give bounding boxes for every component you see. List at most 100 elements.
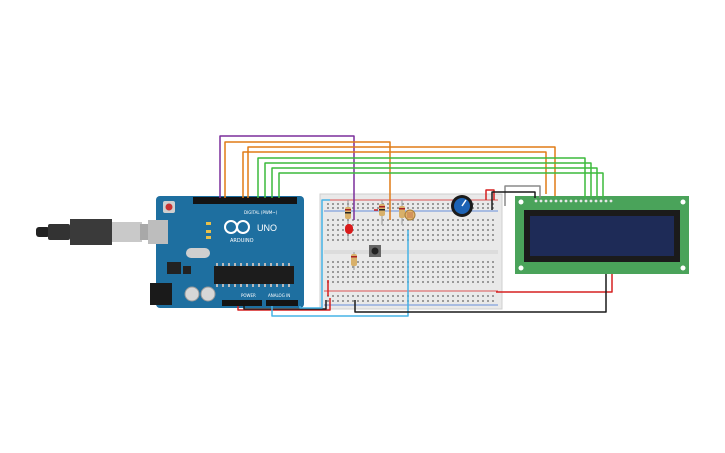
breadboard-hole[interactable] bbox=[442, 295, 444, 297]
breadboard-hole[interactable] bbox=[347, 300, 349, 302]
breadboard-hole[interactable] bbox=[487, 300, 489, 302]
breadboard-hole[interactable] bbox=[332, 271, 334, 273]
breadboard-hole[interactable] bbox=[437, 207, 439, 209]
breadboard-hole[interactable] bbox=[387, 266, 389, 268]
breadboard-hole[interactable] bbox=[392, 300, 394, 302]
breadboard-hole[interactable] bbox=[327, 219, 329, 221]
breadboard-hole[interactable] bbox=[392, 203, 394, 205]
breadboard-hole[interactable] bbox=[352, 300, 354, 302]
breadboard-hole[interactable] bbox=[467, 219, 469, 221]
breadboard-hole[interactable] bbox=[402, 271, 404, 273]
breadboard-hole[interactable] bbox=[402, 295, 404, 297]
breadboard-hole[interactable] bbox=[457, 261, 459, 263]
breadboard-hole[interactable] bbox=[367, 239, 369, 241]
breadboard-hole[interactable] bbox=[432, 229, 434, 231]
breadboard-hole[interactable] bbox=[482, 239, 484, 241]
breadboard-hole[interactable] bbox=[472, 266, 474, 268]
breadboard-hole[interactable] bbox=[397, 276, 399, 278]
breadboard-hole[interactable] bbox=[357, 295, 359, 297]
breadboard-hole[interactable] bbox=[397, 229, 399, 231]
breadboard-hole[interactable] bbox=[447, 276, 449, 278]
breadboard-hole[interactable] bbox=[442, 203, 444, 205]
breadboard-hole[interactable] bbox=[417, 229, 419, 231]
breadboard-hole[interactable] bbox=[492, 271, 494, 273]
breadboard-hole[interactable] bbox=[377, 281, 379, 283]
breadboard-hole[interactable] bbox=[492, 224, 494, 226]
breadboard-hole[interactable] bbox=[462, 266, 464, 268]
breadboard-hole[interactable] bbox=[367, 224, 369, 226]
breadboard-hole[interactable] bbox=[362, 295, 364, 297]
breadboard-hole[interactable] bbox=[462, 295, 464, 297]
breadboard-hole[interactable] bbox=[397, 300, 399, 302]
breadboard-hole[interactable] bbox=[377, 261, 379, 263]
breadboard-hole[interactable] bbox=[387, 203, 389, 205]
breadboard-hole[interactable] bbox=[477, 203, 479, 205]
breadboard-hole[interactable] bbox=[477, 295, 479, 297]
breadboard-hole[interactable] bbox=[352, 281, 354, 283]
breadboard-hole[interactable] bbox=[372, 281, 374, 283]
breadboard-hole[interactable] bbox=[392, 271, 394, 273]
breadboard-hole[interactable] bbox=[392, 234, 394, 236]
breadboard-hole[interactable] bbox=[432, 234, 434, 236]
breadboard-hole[interactable] bbox=[367, 271, 369, 273]
breadboard-hole[interactable] bbox=[442, 281, 444, 283]
breadboard-hole[interactable] bbox=[452, 276, 454, 278]
breadboard-hole[interactable] bbox=[402, 276, 404, 278]
breadboard-hole[interactable] bbox=[472, 229, 474, 231]
breadboard-hole[interactable] bbox=[357, 276, 359, 278]
breadboard-hole[interactable] bbox=[382, 281, 384, 283]
breadboard-hole[interactable] bbox=[342, 261, 344, 263]
breadboard-hole[interactable] bbox=[357, 219, 359, 221]
breadboard-hole[interactable] bbox=[472, 281, 474, 283]
breadboard-holes[interactable] bbox=[327, 203, 494, 302]
breadboard-hole[interactable] bbox=[382, 239, 384, 241]
breadboard-hole[interactable] bbox=[427, 276, 429, 278]
breadboard-hole[interactable] bbox=[412, 239, 414, 241]
breadboard-hole[interactable] bbox=[432, 276, 434, 278]
breadboard-hole[interactable] bbox=[357, 266, 359, 268]
breadboard-hole[interactable] bbox=[487, 203, 489, 205]
breadboard-hole[interactable] bbox=[442, 207, 444, 209]
breadboard-hole[interactable] bbox=[482, 300, 484, 302]
breadboard-hole[interactable] bbox=[337, 207, 339, 209]
breadboard-hole[interactable] bbox=[487, 239, 489, 241]
breadboard-hole[interactable] bbox=[447, 295, 449, 297]
breadboard-hole[interactable] bbox=[327, 207, 329, 209]
breadboard-hole[interactable] bbox=[417, 219, 419, 221]
breadboard-hole[interactable] bbox=[342, 271, 344, 273]
lcd-pin[interactable] bbox=[559, 199, 563, 203]
breadboard-hole[interactable] bbox=[482, 229, 484, 231]
breadboard-hole[interactable] bbox=[327, 234, 329, 236]
breadboard-hole[interactable] bbox=[422, 219, 424, 221]
breadboard-hole[interactable] bbox=[437, 266, 439, 268]
breadboard-hole[interactable] bbox=[447, 219, 449, 221]
breadboard-hole[interactable] bbox=[397, 203, 399, 205]
breadboard-hole[interactable] bbox=[432, 239, 434, 241]
breadboard-hole[interactable] bbox=[442, 271, 444, 273]
breadboard-hole[interactable] bbox=[462, 300, 464, 302]
breadboard-hole[interactable] bbox=[397, 224, 399, 226]
breadboard-hole[interactable] bbox=[472, 295, 474, 297]
lcd-pin[interactable] bbox=[544, 199, 548, 203]
breadboard-hole[interactable] bbox=[372, 266, 374, 268]
breadboard-hole[interactable] bbox=[377, 207, 379, 209]
breadboard-hole[interactable] bbox=[367, 261, 369, 263]
breadboard-hole[interactable] bbox=[487, 234, 489, 236]
breadboard-hole[interactable] bbox=[477, 266, 479, 268]
breadboard-hole[interactable] bbox=[422, 261, 424, 263]
breadboard-hole[interactable] bbox=[472, 203, 474, 205]
breadboard-hole[interactable] bbox=[457, 276, 459, 278]
breadboard-hole[interactable] bbox=[332, 234, 334, 236]
breadboard-hole[interactable] bbox=[327, 229, 329, 231]
breadboard-hole[interactable] bbox=[432, 261, 434, 263]
breadboard-hole[interactable] bbox=[362, 276, 364, 278]
breadboard-hole[interactable] bbox=[337, 281, 339, 283]
breadboard-hole[interactable] bbox=[387, 239, 389, 241]
breadboard-hole[interactable] bbox=[482, 224, 484, 226]
breadboard-hole[interactable] bbox=[462, 224, 464, 226]
breadboard-hole[interactable] bbox=[467, 239, 469, 241]
breadboard-hole[interactable] bbox=[462, 281, 464, 283]
breadboard-hole[interactable] bbox=[377, 239, 379, 241]
breadboard-hole[interactable] bbox=[452, 281, 454, 283]
lcd-pin[interactable] bbox=[599, 199, 603, 203]
